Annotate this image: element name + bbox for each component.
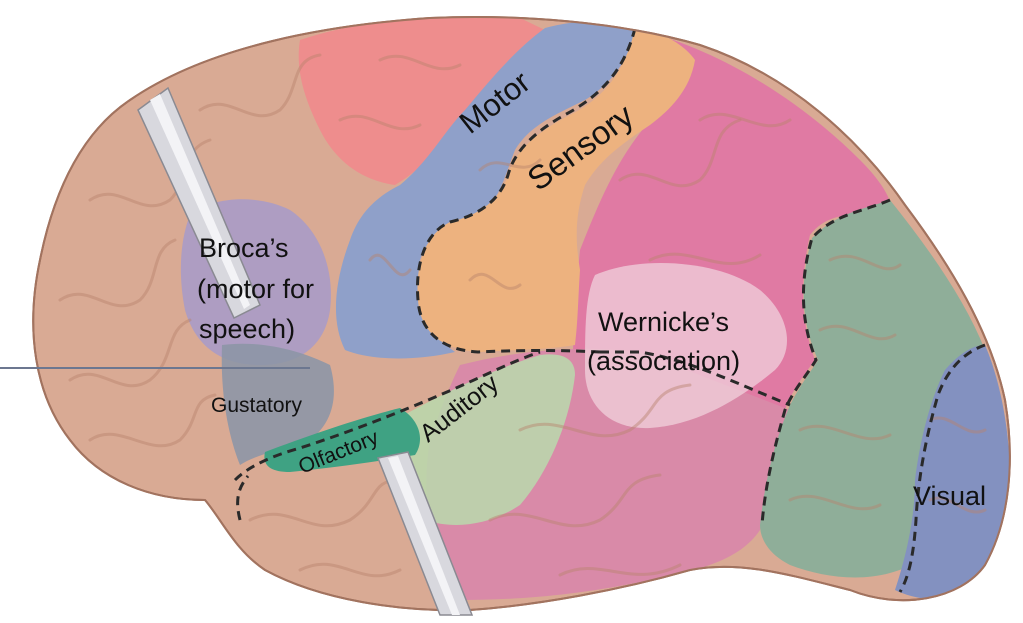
brain-outline-stroke [32, 16, 1011, 612]
wernicke-region [585, 263, 787, 429]
premotor-region [298, 17, 545, 185]
visual-region [895, 345, 1010, 600]
lower-probe-icon [376, 451, 474, 616]
gyri-texture [58, 53, 987, 578]
motor-strip [335, 21, 635, 359]
broca-label-line1: Broca’s [199, 233, 289, 263]
visual-label: Visual [913, 481, 986, 511]
upper-probe-icon [137, 86, 261, 320]
occipital-region [760, 200, 985, 578]
occipital-visual-boundary [898, 343, 986, 593]
wernicke-label-line1: Wernicke’s [598, 307, 729, 337]
sensory-strip [417, 28, 695, 352]
parieto-occipital-boundary [760, 198, 891, 526]
auditory-region [395, 354, 575, 525]
wernicke-boundary [600, 350, 791, 407]
gustatory-region [221, 343, 334, 465]
frontal-lower-boundary [236, 475, 250, 521]
central-sulcus-boundary [415, 27, 637, 354]
broca-label-line2: (motor for [197, 274, 314, 304]
gustatory-label: Gustatory [211, 394, 303, 417]
broca-label-line3: speech) [199, 314, 295, 344]
olfactory-region [264, 408, 420, 472]
wernicke-label-line2: (association) [587, 346, 740, 376]
